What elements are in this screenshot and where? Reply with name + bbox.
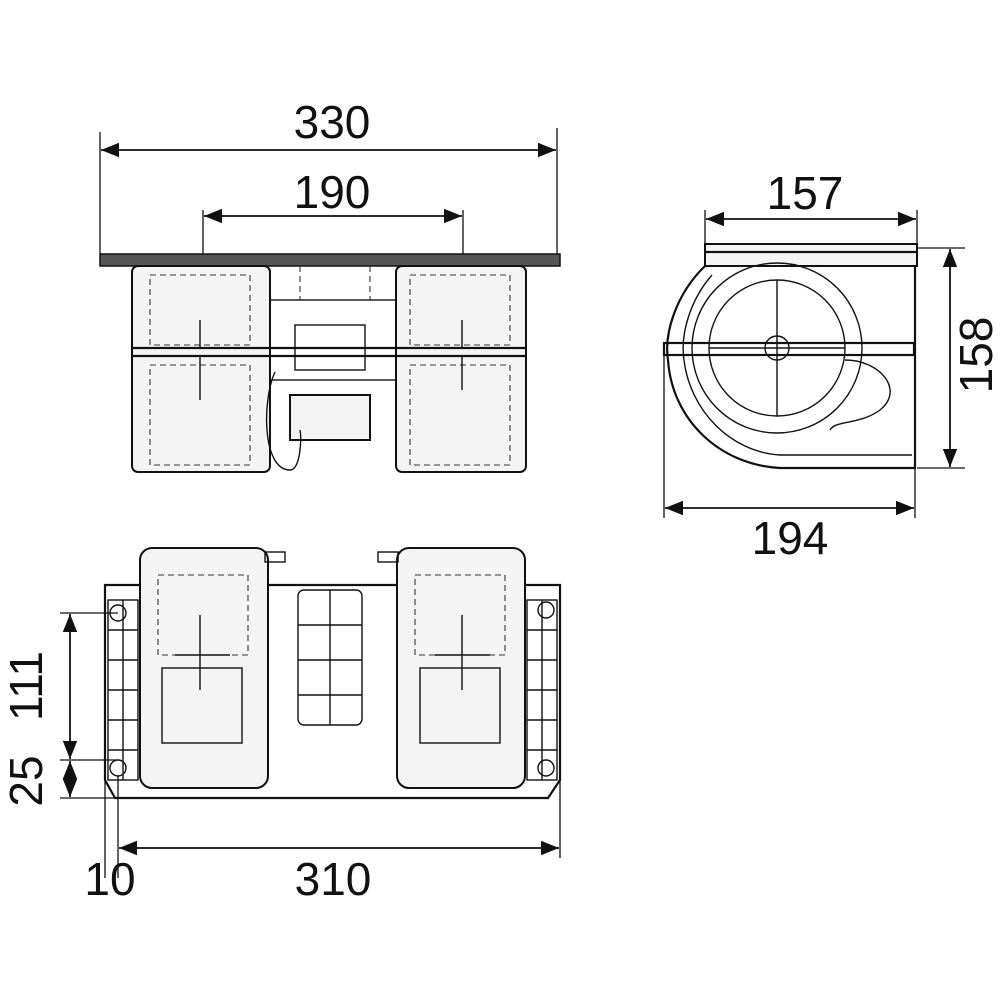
dimension-25-label: 25 bbox=[0, 755, 52, 806]
dimension-111: 111 bbox=[0, 612, 118, 761]
right-vent-grid bbox=[526, 599, 558, 781]
dimension-330-label: 330 bbox=[294, 96, 371, 148]
left-vent-grid bbox=[107, 599, 139, 781]
dimension-310: 310 bbox=[119, 780, 561, 905]
dimension-158-label: 158 bbox=[950, 317, 1000, 394]
dimension-10-label: 10 bbox=[84, 853, 135, 905]
mount-hole bbox=[537, 759, 555, 777]
dimension-330: 330 bbox=[99, 96, 558, 254]
mount-hole bbox=[537, 601, 555, 619]
dimension-158: 158 bbox=[917, 247, 1000, 469]
dimension-157: 157 bbox=[704, 167, 918, 244]
dimension-111-label: 111 bbox=[0, 651, 52, 721]
dimension-194: 194 bbox=[663, 355, 916, 564]
dimension-10: 10 bbox=[84, 776, 136, 905]
dimension-190: 190 bbox=[202, 166, 464, 254]
dimension-190-label: 190 bbox=[294, 166, 371, 218]
front-view bbox=[99, 253, 561, 473]
dimension-25: 25 bbox=[0, 755, 115, 807]
dimension-157-label: 157 bbox=[767, 167, 844, 219]
plan-view bbox=[103, 547, 562, 800]
side-view bbox=[662, 243, 918, 470]
dimension-194-label: 194 bbox=[752, 512, 829, 564]
dimension-310-label: 310 bbox=[295, 853, 372, 905]
